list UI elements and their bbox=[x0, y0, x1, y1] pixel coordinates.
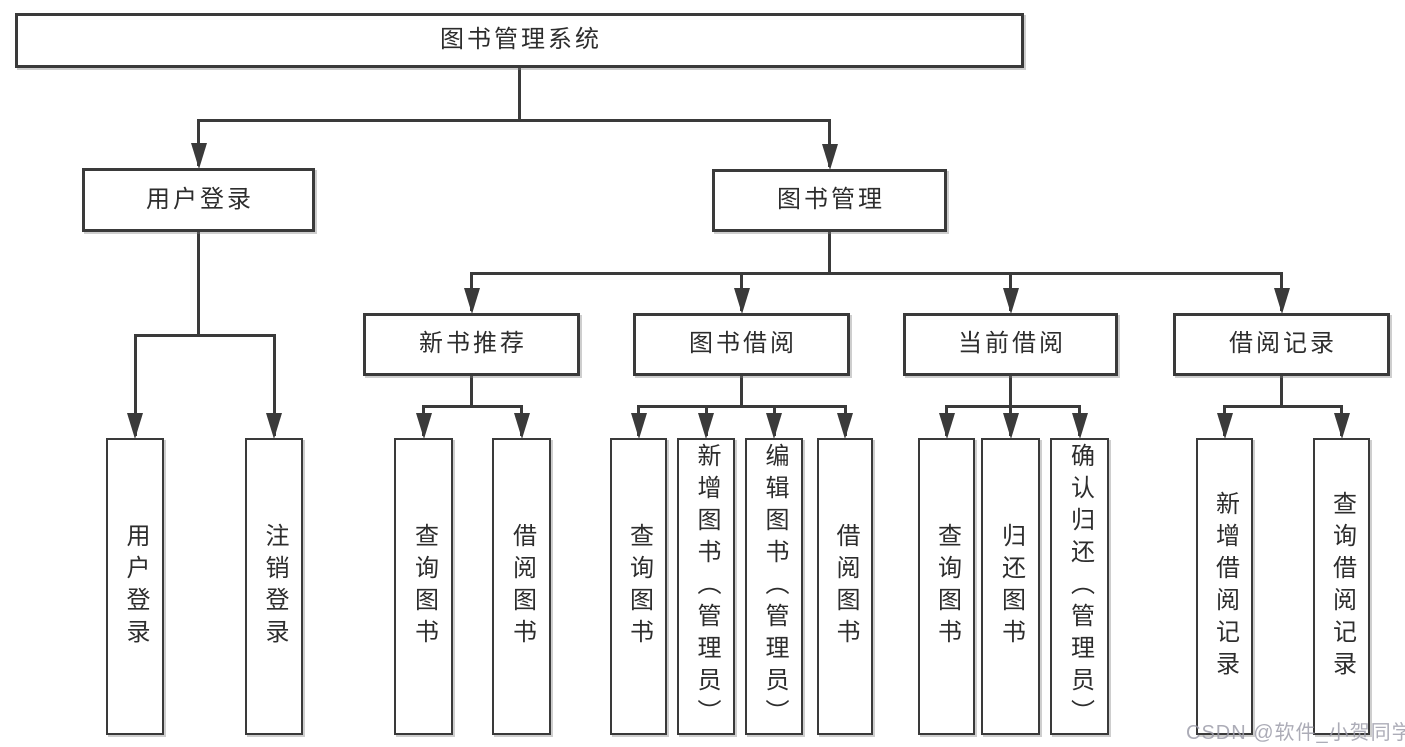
node-label-leaf-user-login: 用户登录 bbox=[122, 522, 149, 651]
node-new-book: 新书推荐 bbox=[363, 313, 580, 376]
arrowhead-icon-leaf-nb-query bbox=[415, 413, 432, 439]
arrowhead-icon-borrow-records bbox=[1273, 288, 1290, 314]
node-leaf-bb-edit: 编辑图书（管理员） bbox=[745, 438, 803, 735]
node-label-leaf-bb-edit: 编辑图书（管理员） bbox=[761, 442, 788, 731]
arrowhead-icon-leaf-cb-return bbox=[1002, 413, 1019, 439]
node-book-borrow: 图书借阅 bbox=[633, 313, 850, 376]
node-label-user-login: 用户登录 bbox=[146, 185, 254, 213]
connector-stem-new-book bbox=[470, 376, 473, 406]
node-leaf-cb-query: 查询图书 bbox=[918, 438, 975, 735]
node-label-root: 图书管理系统 bbox=[440, 26, 602, 54]
node-leaf-cb-return: 归还图书 bbox=[981, 438, 1040, 735]
node-label-leaf-cb-confirm: 确认归还（管理员） bbox=[1066, 442, 1094, 731]
arrowhead-icon-leaf-br-query bbox=[1333, 413, 1350, 439]
connector-rail-user-login bbox=[133, 333, 276, 337]
node-label-borrow-records: 借阅记录 bbox=[1229, 330, 1337, 358]
connector-rail-new-book bbox=[422, 404, 523, 408]
arrowhead-icon-leaf-cb-confirm bbox=[1071, 413, 1088, 439]
arrowhead-icon-leaf-nb-borrow bbox=[513, 413, 530, 439]
arrowhead-icon-leaf-bb-query bbox=[630, 413, 647, 439]
node-label-leaf-nb-query: 查询图书 bbox=[410, 522, 438, 651]
node-label-new-book: 新书推荐 bbox=[419, 330, 527, 358]
node-label-leaf-bb-add: 新增图书（管理员） bbox=[693, 442, 720, 731]
connector-drop-leaf-logout bbox=[272, 335, 276, 436]
node-leaf-cb-confirm: 确认归还（管理员） bbox=[1050, 438, 1109, 735]
node-leaf-bb-add: 新增图书（管理员） bbox=[677, 438, 735, 735]
node-user-login: 用户登录 bbox=[82, 168, 315, 232]
connector-drop-leaf-user-login bbox=[133, 335, 137, 436]
watermark: CSDN @软件_小贺同学 bbox=[1186, 722, 1405, 744]
node-borrow-records: 借阅记录 bbox=[1173, 313, 1390, 376]
arrowhead-icon-book-management bbox=[821, 144, 838, 170]
connector-drop-book-management bbox=[828, 120, 831, 167]
node-root: 图书管理系统 bbox=[15, 13, 1024, 68]
node-current-borrow: 当前借阅 bbox=[903, 313, 1118, 376]
connector-stem-user-login bbox=[197, 232, 200, 335]
node-leaf-br-add: 新增借阅记录 bbox=[1196, 438, 1253, 735]
arrowhead-icon-leaf-bb-add bbox=[698, 413, 714, 439]
connector-stem-book-management bbox=[828, 232, 831, 273]
node-label-leaf-logout: 注销登录 bbox=[261, 522, 288, 651]
node-leaf-nb-query: 查询图书 bbox=[394, 438, 453, 735]
node-leaf-nb-borrow: 借阅图书 bbox=[492, 438, 551, 735]
arrowhead-icon-book-borrow bbox=[733, 288, 750, 314]
node-label-current-borrow: 当前借阅 bbox=[958, 330, 1066, 358]
connector-stem-borrow-records bbox=[1280, 376, 1283, 406]
arrowhead-icon-new-book bbox=[463, 288, 480, 314]
arrowhead-icon-leaf-bb-borrow bbox=[837, 413, 853, 439]
arrowhead-icon-user-login bbox=[190, 143, 207, 169]
node-label-book-management: 图书管理 bbox=[777, 186, 885, 214]
arrowhead-icon-leaf-bb-edit bbox=[766, 413, 782, 439]
connector-rail-borrow-records bbox=[1223, 404, 1343, 408]
node-label-leaf-nb-borrow: 借阅图书 bbox=[508, 522, 536, 651]
node-leaf-bb-query: 查询图书 bbox=[610, 438, 667, 735]
connector-stem-book-borrow bbox=[740, 376, 743, 406]
node-label-leaf-br-query: 查询借阅记录 bbox=[1328, 490, 1356, 683]
node-leaf-bb-borrow: 借阅图书 bbox=[817, 438, 873, 735]
arrowhead-icon-current-borrow bbox=[1002, 288, 1019, 314]
node-leaf-logout: 注销登录 bbox=[245, 438, 303, 735]
node-label-leaf-bb-borrow: 借阅图书 bbox=[832, 522, 859, 651]
node-label-book-borrow: 图书借阅 bbox=[689, 330, 797, 358]
node-book-management: 图书管理 bbox=[712, 169, 947, 232]
connector-rail-book-borrow bbox=[637, 404, 847, 408]
connector-stem-current-borrow bbox=[1009, 376, 1012, 406]
node-label-leaf-br-add: 新增借阅记录 bbox=[1211, 490, 1239, 683]
node-label-leaf-cb-query: 查询图书 bbox=[933, 522, 961, 651]
connector-rail-root bbox=[197, 118, 831, 122]
connector-rail-current-borrow bbox=[945, 404, 1081, 408]
arrowhead-icon-leaf-br-add bbox=[1216, 413, 1233, 439]
node-leaf-br-query: 查询借阅记录 bbox=[1313, 438, 1370, 735]
connector-rail-book-management bbox=[470, 271, 1283, 275]
node-leaf-user-login: 用户登录 bbox=[106, 438, 164, 735]
connector-stem-root bbox=[518, 68, 521, 120]
node-label-leaf-bb-query: 查询图书 bbox=[625, 522, 653, 651]
arrowhead-icon-leaf-user-login bbox=[127, 413, 143, 439]
arrowhead-icon-leaf-cb-query bbox=[938, 413, 955, 439]
arrowhead-icon-leaf-logout bbox=[266, 413, 282, 439]
node-label-leaf-cb-return: 归还图书 bbox=[997, 522, 1025, 651]
